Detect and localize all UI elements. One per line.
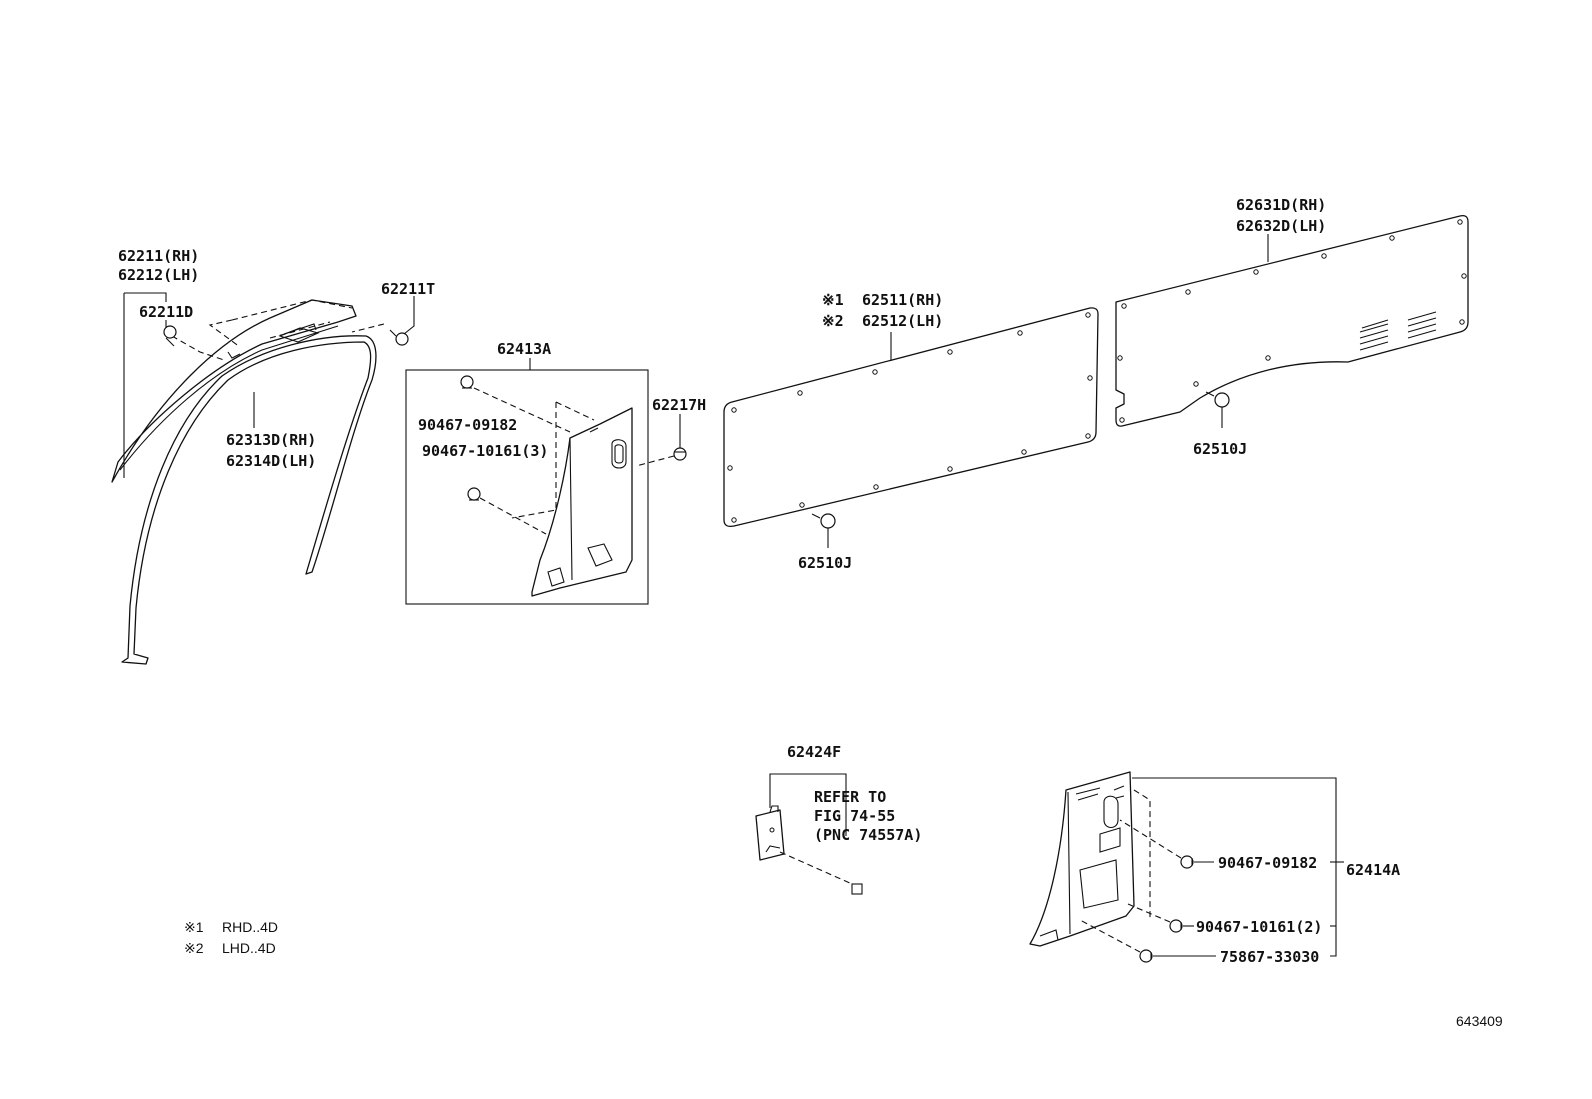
label-62631D: 62631D(RH): [1236, 196, 1326, 214]
label-90467-10161-a: 90467-10161(3): [422, 442, 548, 460]
refer-line-3: (PNC 74557A): [814, 826, 922, 844]
note-2-mark: ※2: [184, 940, 204, 956]
clip-62510J-b-icon[interactable]: [1205, 391, 1230, 408]
mark-62511: ※1: [822, 291, 844, 309]
door-opening-weatherstrip[interactable]: [121, 335, 377, 665]
label-62632D: 62632D(LH): [1236, 217, 1326, 235]
label-75867-33030: 75867-33030: [1220, 948, 1319, 966]
a-pillar-garnish[interactable]: [111, 299, 357, 483]
label-62511: 62511(RH): [862, 291, 943, 309]
figure-code: 643409: [1456, 1013, 1503, 1029]
clip-75867-33030-icon[interactable]: [1139, 949, 1153, 963]
cap-62211T-icon[interactable]: [389, 329, 409, 346]
label-62413A: 62413A: [497, 340, 551, 358]
quarter-lower-trim-62414A[interactable]: [1029, 771, 1135, 947]
refer-line-2: FIG 74-55: [814, 807, 895, 825]
label-62424F: 62424F: [787, 743, 841, 761]
note-1-text: RHD..4D: [222, 919, 278, 935]
vent-grille-left-icon: [1359, 319, 1389, 351]
clip-90467-09182-a-icon[interactable]: [460, 375, 474, 389]
clip-62217H-icon[interactable]: [673, 447, 687, 461]
label-90467-09182-b: 90467-09182: [1218, 854, 1317, 872]
label-90467-09182-a: 90467-09182: [418, 416, 517, 434]
bracket-62424F[interactable]: [755, 805, 785, 861]
label-62510J-b: 62510J: [1193, 440, 1247, 458]
vent-grille-right-icon: [1407, 311, 1437, 339]
label-62414A: 62414A: [1346, 861, 1400, 879]
label-62313D: 62313D(RH): [226, 431, 316, 449]
clip-62211D-icon[interactable]: [163, 325, 177, 347]
clip-90467-10161-b-icon[interactable]: [1169, 919, 1183, 933]
label-62314D: 62314D(LH): [226, 452, 316, 470]
label-62211: 62211(RH): [118, 247, 199, 265]
label-62510J-a: 62510J: [798, 554, 852, 572]
label-62211D: 62211D: [139, 303, 193, 321]
clip-62510J-a-icon[interactable]: [811, 513, 836, 529]
label-62212: 62212(LH): [118, 266, 199, 284]
refer-marker: [851, 883, 863, 895]
side-panel-62511[interactable]: [723, 307, 1099, 528]
clip-90467-10161-a-icon[interactable]: [467, 487, 481, 501]
note-2-text: LHD..4D: [222, 940, 276, 956]
label-62211T: 62211T: [381, 280, 435, 298]
mark-62512: ※2: [822, 312, 844, 330]
rear-side-panel-62631D[interactable]: [1115, 214, 1469, 427]
note-1-mark: ※1: [184, 919, 204, 935]
detail-box-62413A: [405, 369, 649, 605]
refer-line-1: REFER TO: [814, 788, 886, 806]
clip-90467-09182-b-icon[interactable]: [1180, 855, 1194, 869]
label-90467-10161-b: 90467-10161(2): [1196, 918, 1322, 936]
label-62512: 62512(LH): [862, 312, 943, 330]
center-pillar-lower-trim[interactable]: [531, 407, 633, 597]
label-62217H: 62217H: [652, 396, 706, 414]
